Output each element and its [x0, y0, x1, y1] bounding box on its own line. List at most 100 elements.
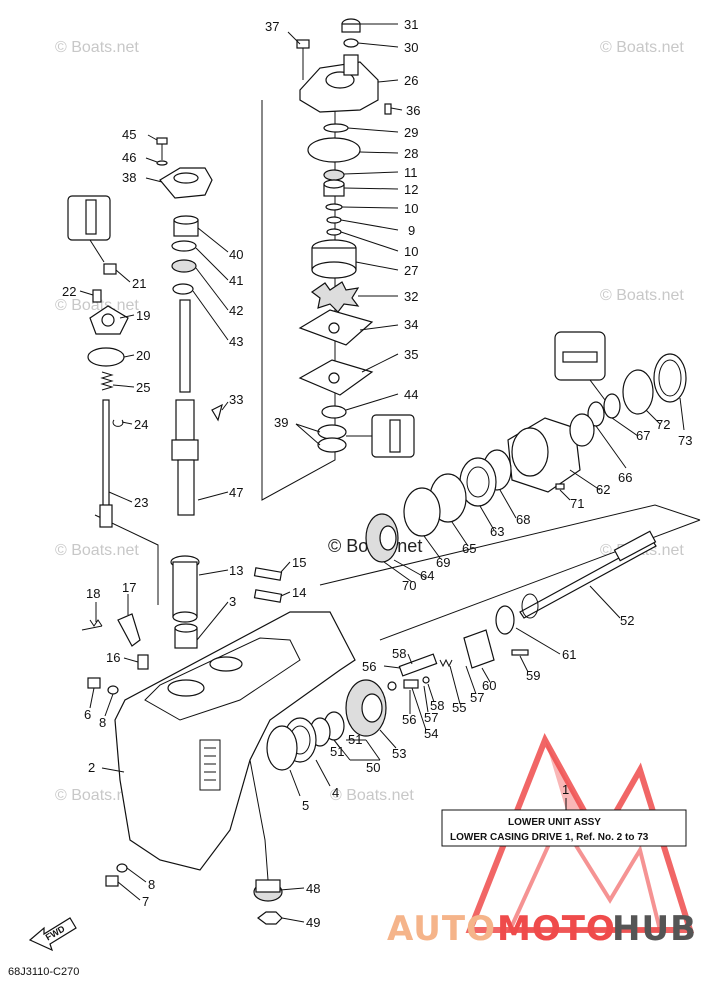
- callout-8: 8: [148, 877, 155, 892]
- watermark: © Boats.net: [55, 39, 139, 56]
- brand-part2: MOTO: [497, 909, 616, 949]
- callout-19: 19: [136, 308, 150, 323]
- callout-34: 34: [404, 317, 418, 332]
- automotohub-logo: AUTO MOTO HUB: [387, 732, 697, 949]
- callout-3: 3: [229, 594, 236, 609]
- assembly-subtitle: LOWER CASING DRIVE 1, Ref. No. 2 to 73: [450, 832, 649, 843]
- callout-37: 37: [265, 19, 279, 34]
- callout-labels: 37 31 30 26 36 29 28 11 12 10 9 10 27 32…: [62, 17, 692, 930]
- callout-14: 14: [292, 585, 306, 600]
- callout-35: 35: [404, 347, 418, 362]
- callout-51: 51: [348, 732, 362, 747]
- callout-16: 16: [106, 650, 120, 665]
- assembly-info-box: 1 LOWER UNIT ASSY LOWER CASING DRIVE 1, …: [441, 782, 687, 847]
- callout-24: 24: [134, 417, 148, 432]
- shift-rod-assembly: [67, 195, 129, 528]
- callout-10: 10: [404, 201, 418, 216]
- callout-65: 65: [462, 541, 476, 556]
- callout-28: 28: [404, 146, 418, 161]
- callout-51: 51: [330, 744, 344, 759]
- callout-70: 70: [402, 578, 416, 593]
- callout-21: 21: [132, 276, 146, 291]
- callout-59: 59: [526, 668, 540, 683]
- callout-23: 23: [134, 495, 148, 510]
- callout-50: 50: [366, 760, 380, 775]
- callout-9: 9: [408, 223, 415, 238]
- callout-39: 39: [274, 415, 288, 430]
- callout-62: 62: [596, 482, 610, 497]
- callout-20: 20: [136, 348, 150, 363]
- callout-71: 71: [570, 496, 584, 511]
- callout-12: 12: [404, 182, 418, 197]
- callout-10: 10: [404, 244, 418, 259]
- callout-5: 5: [302, 798, 309, 813]
- callout-63: 63: [490, 524, 504, 539]
- callout-68: 68: [516, 512, 530, 527]
- callout-56: 56: [362, 659, 376, 674]
- water-pump-assembly: [296, 18, 415, 458]
- propeller-shaft-assembly: [253, 331, 687, 925]
- callout-61: 61: [562, 647, 576, 662]
- callout-57: 57: [424, 710, 438, 725]
- callout-1: 1: [562, 782, 569, 797]
- diagram-code: 68J3110-C270: [8, 966, 79, 978]
- callout-17: 17: [122, 580, 136, 595]
- callout-52: 52: [620, 613, 634, 628]
- callout-57: 57: [470, 690, 484, 705]
- callout-54: 54: [424, 726, 438, 741]
- callout-6: 6: [84, 707, 91, 722]
- callout-25: 25: [136, 380, 150, 395]
- callout-33: 33: [229, 392, 243, 407]
- callout-60: 60: [482, 678, 496, 693]
- callout-46: 46: [122, 150, 136, 165]
- callout-40: 40: [229, 247, 243, 262]
- callout-73: 73: [678, 433, 692, 448]
- callout-32: 32: [404, 289, 418, 304]
- assembly-title: LOWER UNIT ASSY: [508, 817, 601, 828]
- callout-27: 27: [404, 263, 418, 278]
- callout-56: 56: [402, 712, 416, 727]
- callout-38: 38: [122, 170, 136, 185]
- callout-7: 7: [142, 894, 149, 909]
- callout-15: 15: [292, 555, 306, 570]
- callout-41: 41: [229, 273, 243, 288]
- leader-lines: [79, 23, 685, 923]
- watermark: © Boats.net: [330, 787, 414, 804]
- callout-49: 49: [306, 915, 320, 930]
- callout-42: 42: [229, 303, 243, 318]
- callout-36: 36: [406, 103, 420, 118]
- callout-18: 18: [86, 586, 100, 601]
- callout-30: 30: [404, 40, 418, 55]
- callout-11: 11: [404, 165, 418, 180]
- callout-58: 58: [392, 646, 406, 661]
- watermark: © Boats.net: [600, 287, 684, 304]
- watermark: © Boats.net: [55, 787, 139, 804]
- callout-69: 69: [436, 555, 450, 570]
- callout-43: 43: [229, 334, 243, 349]
- brand-part1: AUTO: [387, 909, 496, 949]
- callout-53: 53: [392, 746, 406, 761]
- callout-4: 4: [332, 785, 339, 800]
- callout-31: 31: [404, 17, 418, 32]
- drive-shaft-assembly: [156, 137, 283, 649]
- callout-47: 47: [229, 485, 243, 500]
- callout-2: 2: [88, 760, 95, 775]
- watermark: © Boats.net: [55, 297, 139, 314]
- callout-26: 26: [404, 73, 418, 88]
- brand-part3: HUB: [612, 909, 697, 949]
- callout-67: 67: [636, 428, 650, 443]
- callout-22: 22: [62, 284, 76, 299]
- callout-13: 13: [229, 563, 243, 578]
- callout-72: 72: [656, 417, 670, 432]
- callout-8: 8: [99, 715, 106, 730]
- watermark: © Boats.net: [55, 542, 139, 559]
- callout-55: 55: [452, 700, 466, 715]
- fwd-arrow: FWD: [28, 917, 77, 952]
- callout-64: 64: [420, 568, 434, 583]
- watermark: © Boats.net: [600, 39, 684, 56]
- callout-29: 29: [404, 125, 418, 140]
- callout-58: 58: [430, 698, 444, 713]
- lower-casing: [81, 611, 356, 887]
- callout-45: 45: [122, 127, 136, 142]
